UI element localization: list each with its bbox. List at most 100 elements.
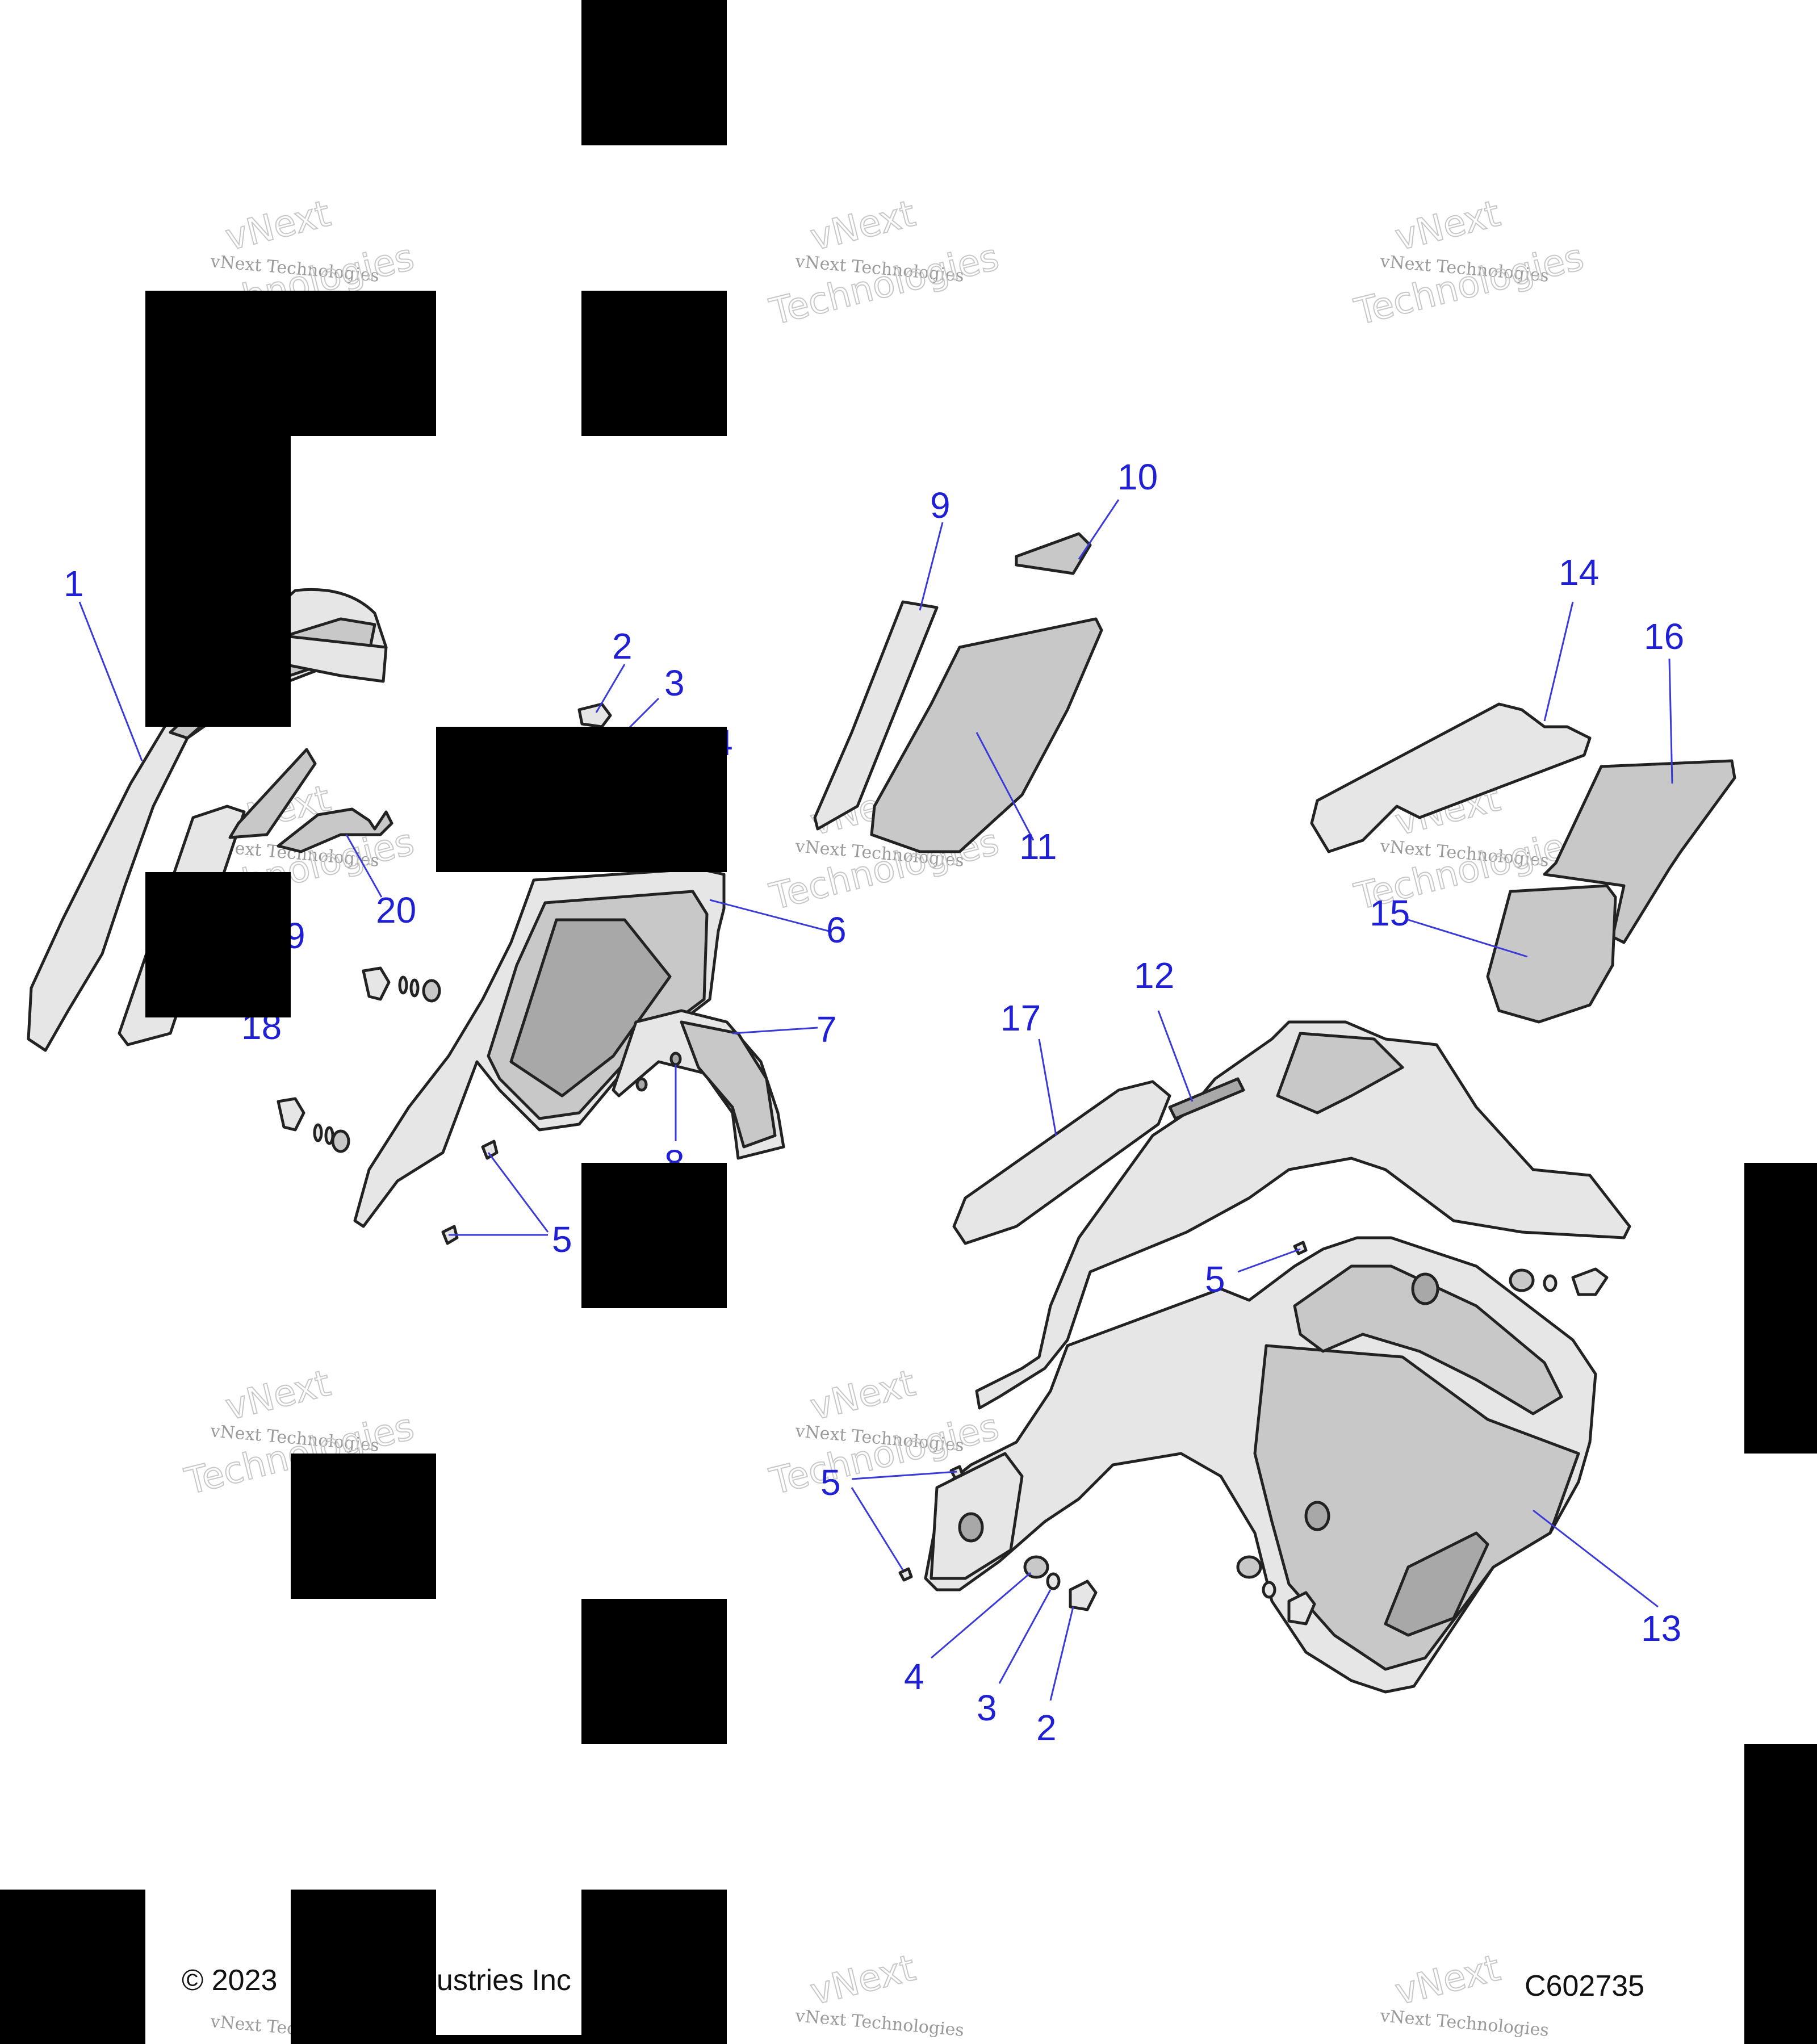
part-13-inner-shade xyxy=(1253,1344,1580,1671)
screw xyxy=(1293,1241,1308,1255)
callout-5: 5 xyxy=(552,1219,572,1260)
washer xyxy=(1262,1581,1276,1599)
leader-9 xyxy=(919,522,944,611)
grommet xyxy=(331,1129,350,1153)
part-17-pad xyxy=(952,1080,1171,1245)
screws-left xyxy=(441,1140,499,1245)
callout-2: 2 xyxy=(612,626,633,667)
leader-3b xyxy=(998,1589,1052,1684)
leader-5c-upper xyxy=(851,1471,957,1480)
leader-5b xyxy=(1237,1248,1301,1273)
leader-16 xyxy=(1668,658,1673,784)
watermark: vNext vNext Technologies Technologies xyxy=(1350,192,1589,334)
grommet xyxy=(1236,1555,1262,1579)
redaction-block xyxy=(436,2035,581,2044)
leader-lines xyxy=(78,499,1673,1701)
callout-20: 20 xyxy=(376,890,416,931)
part-16-pad xyxy=(1543,759,1736,944)
washer xyxy=(1543,1274,1558,1292)
push-rivet-group-lower xyxy=(277,1097,350,1153)
callout-3: 3 xyxy=(664,663,685,703)
callout-6: 6 xyxy=(826,910,847,950)
push-rivet-group-upper xyxy=(362,966,441,1003)
callout-17: 17 xyxy=(1000,998,1041,1038)
part-panel-pad xyxy=(228,748,317,839)
watermark-vnext: vNext xyxy=(221,192,334,259)
part-13-hole xyxy=(1304,1501,1330,1531)
callout-11: 11 xyxy=(1019,826,1057,867)
right-main-assembly xyxy=(898,1020,1631,1694)
grommet xyxy=(1023,1555,1049,1579)
redaction-block xyxy=(581,291,727,436)
part-20-bracket xyxy=(277,807,393,853)
watermark-vnext: vNext xyxy=(1391,1947,1504,2013)
watermark-vnext: vNext xyxy=(806,192,919,259)
part-13-window xyxy=(1293,1264,1563,1415)
watermark-vnext: vNext xyxy=(806,1947,919,2013)
part-13-hole xyxy=(1411,1272,1439,1305)
leader-2a xyxy=(595,664,626,713)
redaction-block xyxy=(1744,1744,1817,2044)
part-12-fender-shade xyxy=(1276,1032,1404,1115)
redaction-block xyxy=(291,1454,436,1599)
washer xyxy=(409,978,420,998)
redaction-block xyxy=(145,291,436,436)
leader-5c-lower xyxy=(851,1487,904,1570)
screw xyxy=(898,1567,913,1582)
push-rivet xyxy=(1287,1591,1316,1626)
redaction-block xyxy=(145,872,291,1017)
leader-13 xyxy=(1533,1509,1659,1608)
screw xyxy=(481,1140,499,1160)
callout-15: 15 xyxy=(1370,893,1410,933)
callout-10: 10 xyxy=(1117,456,1158,497)
leader-4b xyxy=(931,1572,1031,1659)
leader-7 xyxy=(732,1027,818,1034)
callout-5: 5 xyxy=(1205,1259,1225,1300)
push-rivet xyxy=(277,1097,305,1132)
leader-10 xyxy=(1078,499,1120,560)
leader-12 xyxy=(1157,1010,1194,1102)
redaction-block xyxy=(581,1890,727,2044)
redaction-block xyxy=(0,1890,145,2044)
part-13-wheelwell xyxy=(1384,1531,1489,1637)
grommet xyxy=(1509,1268,1535,1292)
washer xyxy=(313,1123,323,1142)
watermark-vnext: vNext xyxy=(806,1362,919,1429)
grommet xyxy=(422,979,441,1003)
watermark-text: vNext Technologies xyxy=(794,2006,965,2041)
watermark-vnext: vNext xyxy=(221,1362,334,1429)
leader-6 xyxy=(709,899,830,932)
leader-1 xyxy=(78,601,143,761)
callout-1: 1 xyxy=(64,563,84,604)
diagram-code: C602735 xyxy=(1525,1970,1644,2003)
washer xyxy=(1046,1572,1061,1590)
callout-7: 7 xyxy=(817,1009,837,1050)
push-rivet xyxy=(1069,1580,1098,1611)
part-9-strip xyxy=(813,600,939,831)
callout-4: 4 xyxy=(904,1656,924,1697)
redaction-block xyxy=(581,1599,727,1744)
footer: © 2023 dustries Inc C602735 xyxy=(182,1964,1644,2003)
copyright-year: © 2023 xyxy=(182,1964,277,1997)
redaction-block xyxy=(1744,1163,1817,1454)
part-2-clip-upper xyxy=(577,702,612,728)
redaction-block xyxy=(145,436,291,727)
washer xyxy=(398,975,408,995)
watermark: vNext vNext Technologies Technologies xyxy=(765,192,1004,334)
leader-2b xyxy=(1049,1606,1074,1701)
callout-14: 14 xyxy=(1559,552,1599,593)
callout-3: 3 xyxy=(977,1687,997,1728)
redaction-block xyxy=(581,1163,727,1308)
leader-5a-upper xyxy=(487,1152,549,1233)
watermark-technologies: Technologies xyxy=(766,236,1003,334)
push-rivet xyxy=(362,966,391,1001)
company-name-fragment: dustries Inc xyxy=(420,1964,571,1997)
watermark-vnext: vNext xyxy=(1391,192,1504,259)
part-14-pad xyxy=(1310,702,1592,853)
redaction-block xyxy=(436,727,727,872)
leader-15 xyxy=(1408,919,1528,958)
callout-5: 5 xyxy=(820,1462,841,1503)
part-7-fender-flap-shade xyxy=(680,1020,777,1149)
watermark-text: vNext Technologies xyxy=(1379,2006,1550,2041)
part-10-pad xyxy=(1015,532,1092,575)
